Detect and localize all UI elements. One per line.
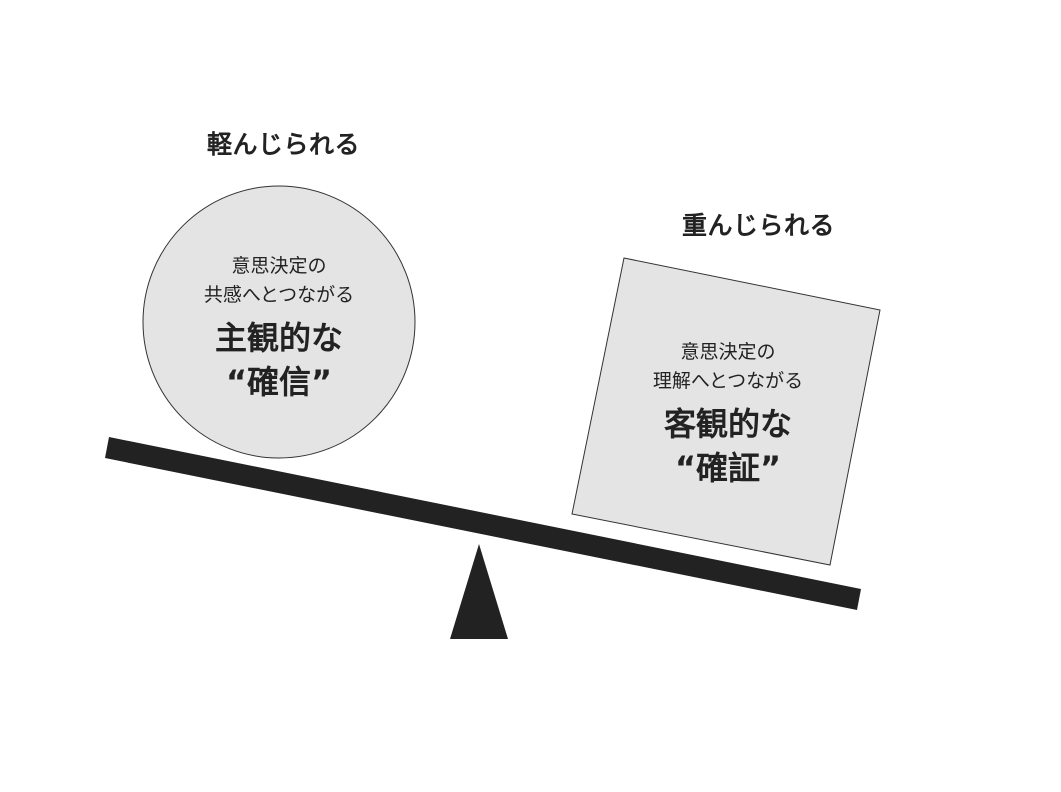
seesaw-beam <box>105 437 861 610</box>
circle-title-line1: 主観的な <box>214 319 343 357</box>
right-square-weight <box>571 257 881 566</box>
circle-title-line2: “確信” <box>225 363 333 401</box>
circle-caption-line1: 意思決定の <box>231 255 327 277</box>
square-caption-line1: 意思決定の <box>680 341 776 363</box>
square-caption-line2: 理解へとつながる <box>652 370 804 392</box>
right-label: 重んじられる <box>682 211 836 240</box>
square-title-line2: “確証” <box>674 449 782 487</box>
circle-content: 意思決定の 共感へとつながる 主観的な “確信” <box>143 252 415 404</box>
left-label: 軽んじられる <box>207 130 361 159</box>
square-content: 意思決定の 理解へとつながる 客観的な “確証” <box>604 338 852 490</box>
circle-caption-line2: 共感へとつながる <box>203 284 355 306</box>
fulcrum-triangle <box>450 544 508 639</box>
square-title-line1: 客観的な <box>663 405 792 443</box>
left-circle-weight <box>142 185 416 459</box>
